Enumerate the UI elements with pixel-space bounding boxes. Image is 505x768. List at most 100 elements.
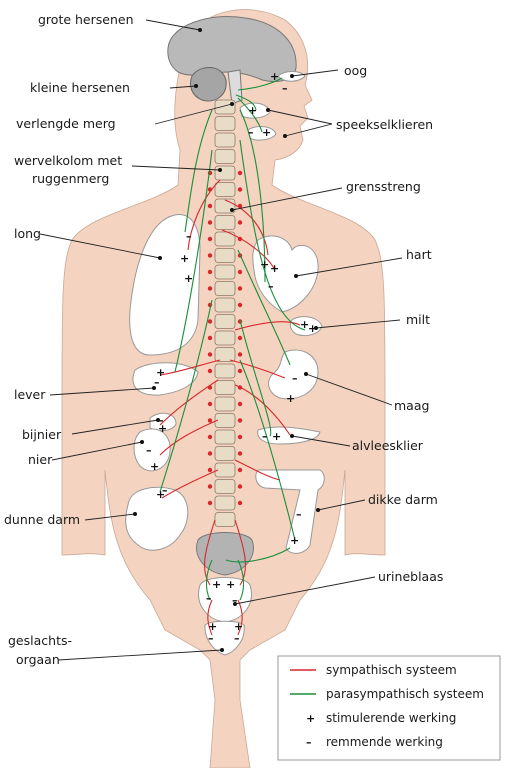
svg-text:–: – [206, 592, 212, 605]
sympathetic-ganglion [237, 434, 243, 440]
legend-plus-symbol: + [306, 712, 315, 725]
spinal-column [207, 99, 243, 527]
label-oog: oog [344, 63, 367, 78]
label-geslachtsorgaan-1: geslachts- [8, 633, 72, 648]
vertebra [214, 264, 236, 280]
stomach-shape [268, 349, 319, 400]
svg-text:+: + [272, 430, 281, 443]
svg-text:+: + [150, 460, 159, 473]
label-dikke-darm: dikke darm [368, 492, 438, 507]
sympathetic-ganglion [207, 269, 213, 275]
vertebra [214, 314, 236, 329]
svg-text:–: – [146, 444, 152, 457]
sympathetic-ganglion [237, 352, 243, 357]
svg-text:+: + [270, 70, 279, 83]
effect-markers: +– +–+ –++ ++– ++ +– –+ –+ –+ –+ +– –+ +… [146, 70, 317, 645]
svg-text:–: – [296, 508, 302, 521]
vertebra [214, 231, 236, 247]
vertebra [214, 297, 236, 313]
svg-text:+: + [234, 620, 243, 633]
vertebra [214, 149, 236, 164]
svg-text:+: + [260, 258, 269, 271]
svg-text:+: + [226, 578, 235, 591]
svg-text:–: – [248, 126, 254, 139]
svg-text:+: + [286, 392, 295, 405]
sympathetic-ganglion [207, 352, 213, 357]
sympathetic-ganglion [237, 170, 243, 176]
sympathetic-ganglion [237, 451, 243, 456]
sympathetic-ganglion [237, 187, 243, 192]
vertebra [214, 413, 236, 428]
svg-text:–: – [234, 632, 240, 645]
kidney-shape [133, 428, 171, 472]
vertebra [214, 165, 236, 181]
sympathetic-ganglion [237, 401, 243, 407]
lung-shape [129, 214, 201, 356]
svg-text:+: + [184, 272, 193, 285]
vertebra [214, 347, 236, 362]
svg-text:–: – [232, 594, 238, 607]
svg-text:+: + [270, 262, 279, 275]
sympathetic-ganglion [237, 368, 243, 374]
svg-text:–: – [208, 632, 214, 645]
svg-text:+: + [248, 104, 257, 117]
vertebra [214, 396, 236, 412]
label-hart: hart [406, 247, 432, 262]
genital-shape [204, 620, 245, 656]
label-wervelkolom-1: wervelkolom met [14, 153, 122, 168]
sympathetic-ganglion [207, 319, 213, 324]
small-intestine-shape [125, 486, 189, 551]
vertebra [214, 182, 236, 197]
leader-lines [39, 19, 403, 661]
svg-text:+: + [180, 252, 189, 265]
svg-text:+: + [158, 422, 167, 435]
legend-remmend: remmende werking [326, 735, 443, 749]
svg-text:+: + [208, 620, 217, 633]
bladder-shape [198, 577, 252, 623]
vertebra [214, 512, 236, 527]
label-alvleesklier: alvleesklier [352, 438, 424, 453]
sympathetic-ganglion [207, 286, 213, 291]
svg-text:+: + [212, 578, 221, 591]
sympathetic-ganglion [237, 220, 243, 225]
salivary-gland-2 [247, 126, 277, 141]
sympathetic-ganglion [237, 418, 243, 423]
sympathetic-ganglion [207, 484, 213, 489]
heart-shape [252, 235, 319, 313]
pancreas-shape [257, 426, 321, 445]
svg-text:–: – [186, 230, 192, 243]
vertebra [214, 248, 236, 263]
label-maag: maag [394, 398, 429, 413]
sympathetic-ganglion [237, 335, 243, 341]
sympathetic-ganglion [207, 220, 213, 225]
sympathetic-ganglion [207, 203, 213, 209]
bladder-grey [196, 532, 254, 576]
label-wervelkolom-2: ruggenmerg [32, 171, 109, 186]
label-grote-hersenen: grote hersenen [38, 12, 134, 27]
svg-text:+: + [300, 318, 309, 331]
sympathetic-ganglion [207, 253, 213, 258]
label-long: long [14, 226, 41, 241]
vertebra [214, 330, 236, 346]
svg-text:+: + [290, 534, 299, 547]
label-urineblaas: urineblaas [378, 569, 443, 584]
vertebra [214, 363, 236, 379]
vertebra [214, 99, 236, 115]
svg-text:–: – [158, 414, 164, 427]
vertebra [214, 132, 236, 148]
label-nier: nier [28, 452, 53, 467]
salivary-gland-1 [239, 102, 271, 119]
sympathetic-ganglion [237, 302, 243, 308]
vertebra [214, 495, 236, 511]
sympathetic-ganglion [207, 401, 213, 407]
sympathetic-ganglion [207, 434, 213, 440]
legend-parasympathisch: parasympathisch systeem [326, 687, 484, 701]
legend-minus-symbol: – [306, 736, 312, 749]
label-lever: lever [14, 387, 46, 402]
vertebra [214, 479, 236, 494]
label-speekselklieren: speekselklieren [336, 117, 433, 132]
svg-text:+: + [156, 366, 165, 379]
svg-text:–: – [154, 376, 160, 389]
label-bijnier: bijnier [22, 427, 62, 442]
